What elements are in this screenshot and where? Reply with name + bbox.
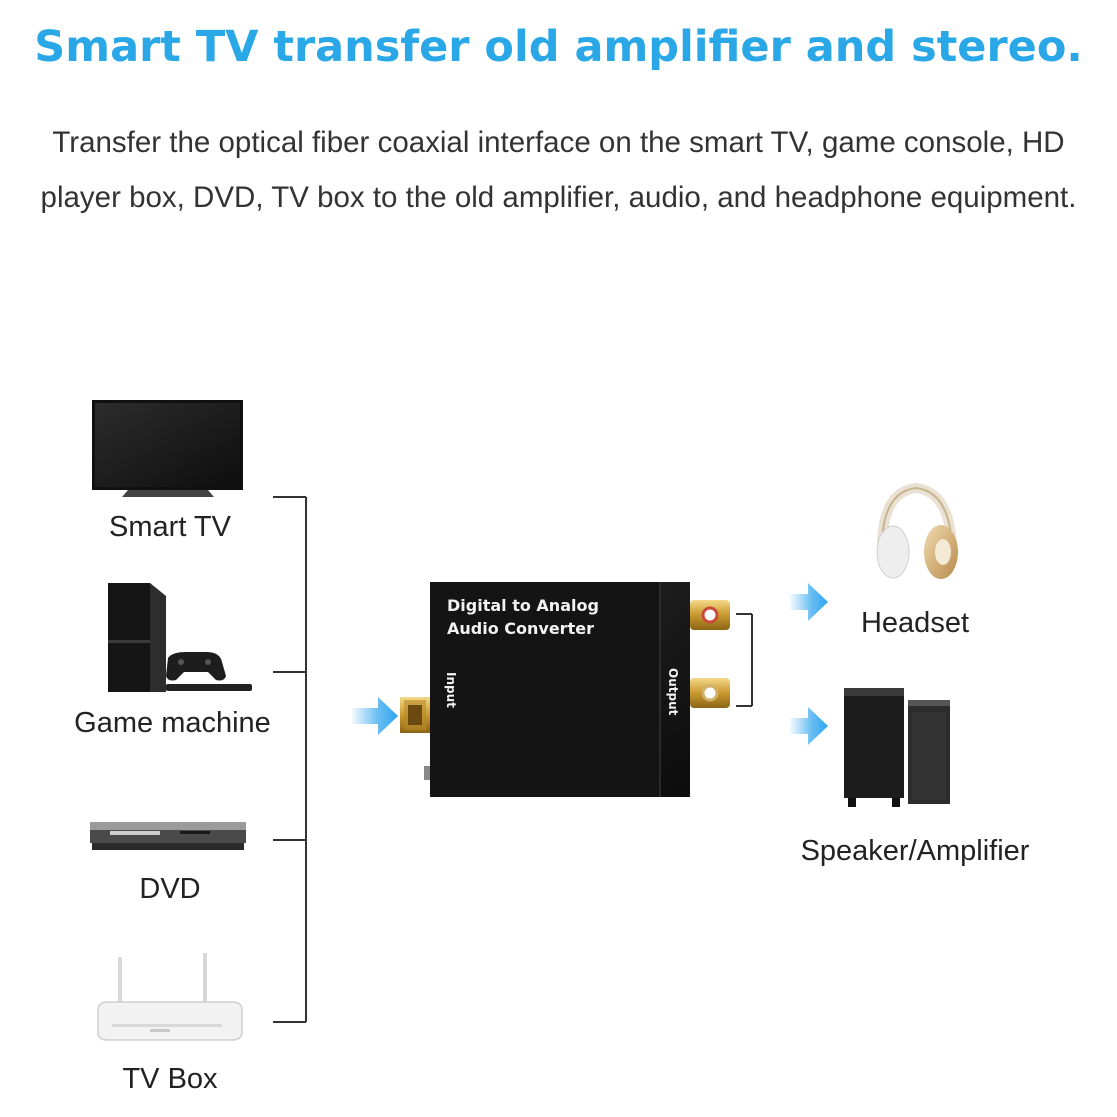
label-tv-box: TV Box: [122, 1063, 218, 1095]
page-title: Smart TV transfer old amplifier and ster…: [34, 22, 1083, 72]
converter-box: [400, 582, 730, 797]
speaker-arrow: [790, 707, 828, 745]
converter-title-line-2: Audio Converter: [447, 619, 594, 638]
game-console-icon: [108, 583, 252, 692]
headset-arrow: [790, 583, 828, 621]
tv-icon: [92, 400, 243, 497]
output-jack-top: [690, 600, 730, 630]
output-jack-bottom: [690, 678, 730, 708]
output-bracket: [736, 613, 753, 707]
converter-output-label: Output: [666, 668, 680, 716]
input-jack: [400, 697, 430, 733]
label-speaker-amplifier: Speaker/Amplifier: [800, 835, 1030, 867]
input-arrow: [352, 697, 398, 735]
input-bracket: [273, 496, 307, 1023]
converter-title-line-1: Digital to Analog: [447, 596, 599, 615]
label-smart-tv: Smart TV: [109, 511, 231, 543]
headphones-icon: [876, 482, 958, 579]
speaker-icon: [844, 688, 950, 807]
router-icon: [97, 953, 243, 1041]
subtitle-line-1: Transfer the optical fiber coaxial inter…: [52, 126, 1065, 159]
dvd-player-icon: [90, 822, 246, 850]
label-game-machine: Game machine: [74, 707, 271, 739]
label-headset: Headset: [860, 607, 969, 639]
subtitle-line-2: player box, DVD, TV box to the old ampli…: [40, 181, 1077, 214]
converter-input-label: Input: [444, 672, 458, 708]
label-dvd: DVD: [139, 873, 201, 905]
